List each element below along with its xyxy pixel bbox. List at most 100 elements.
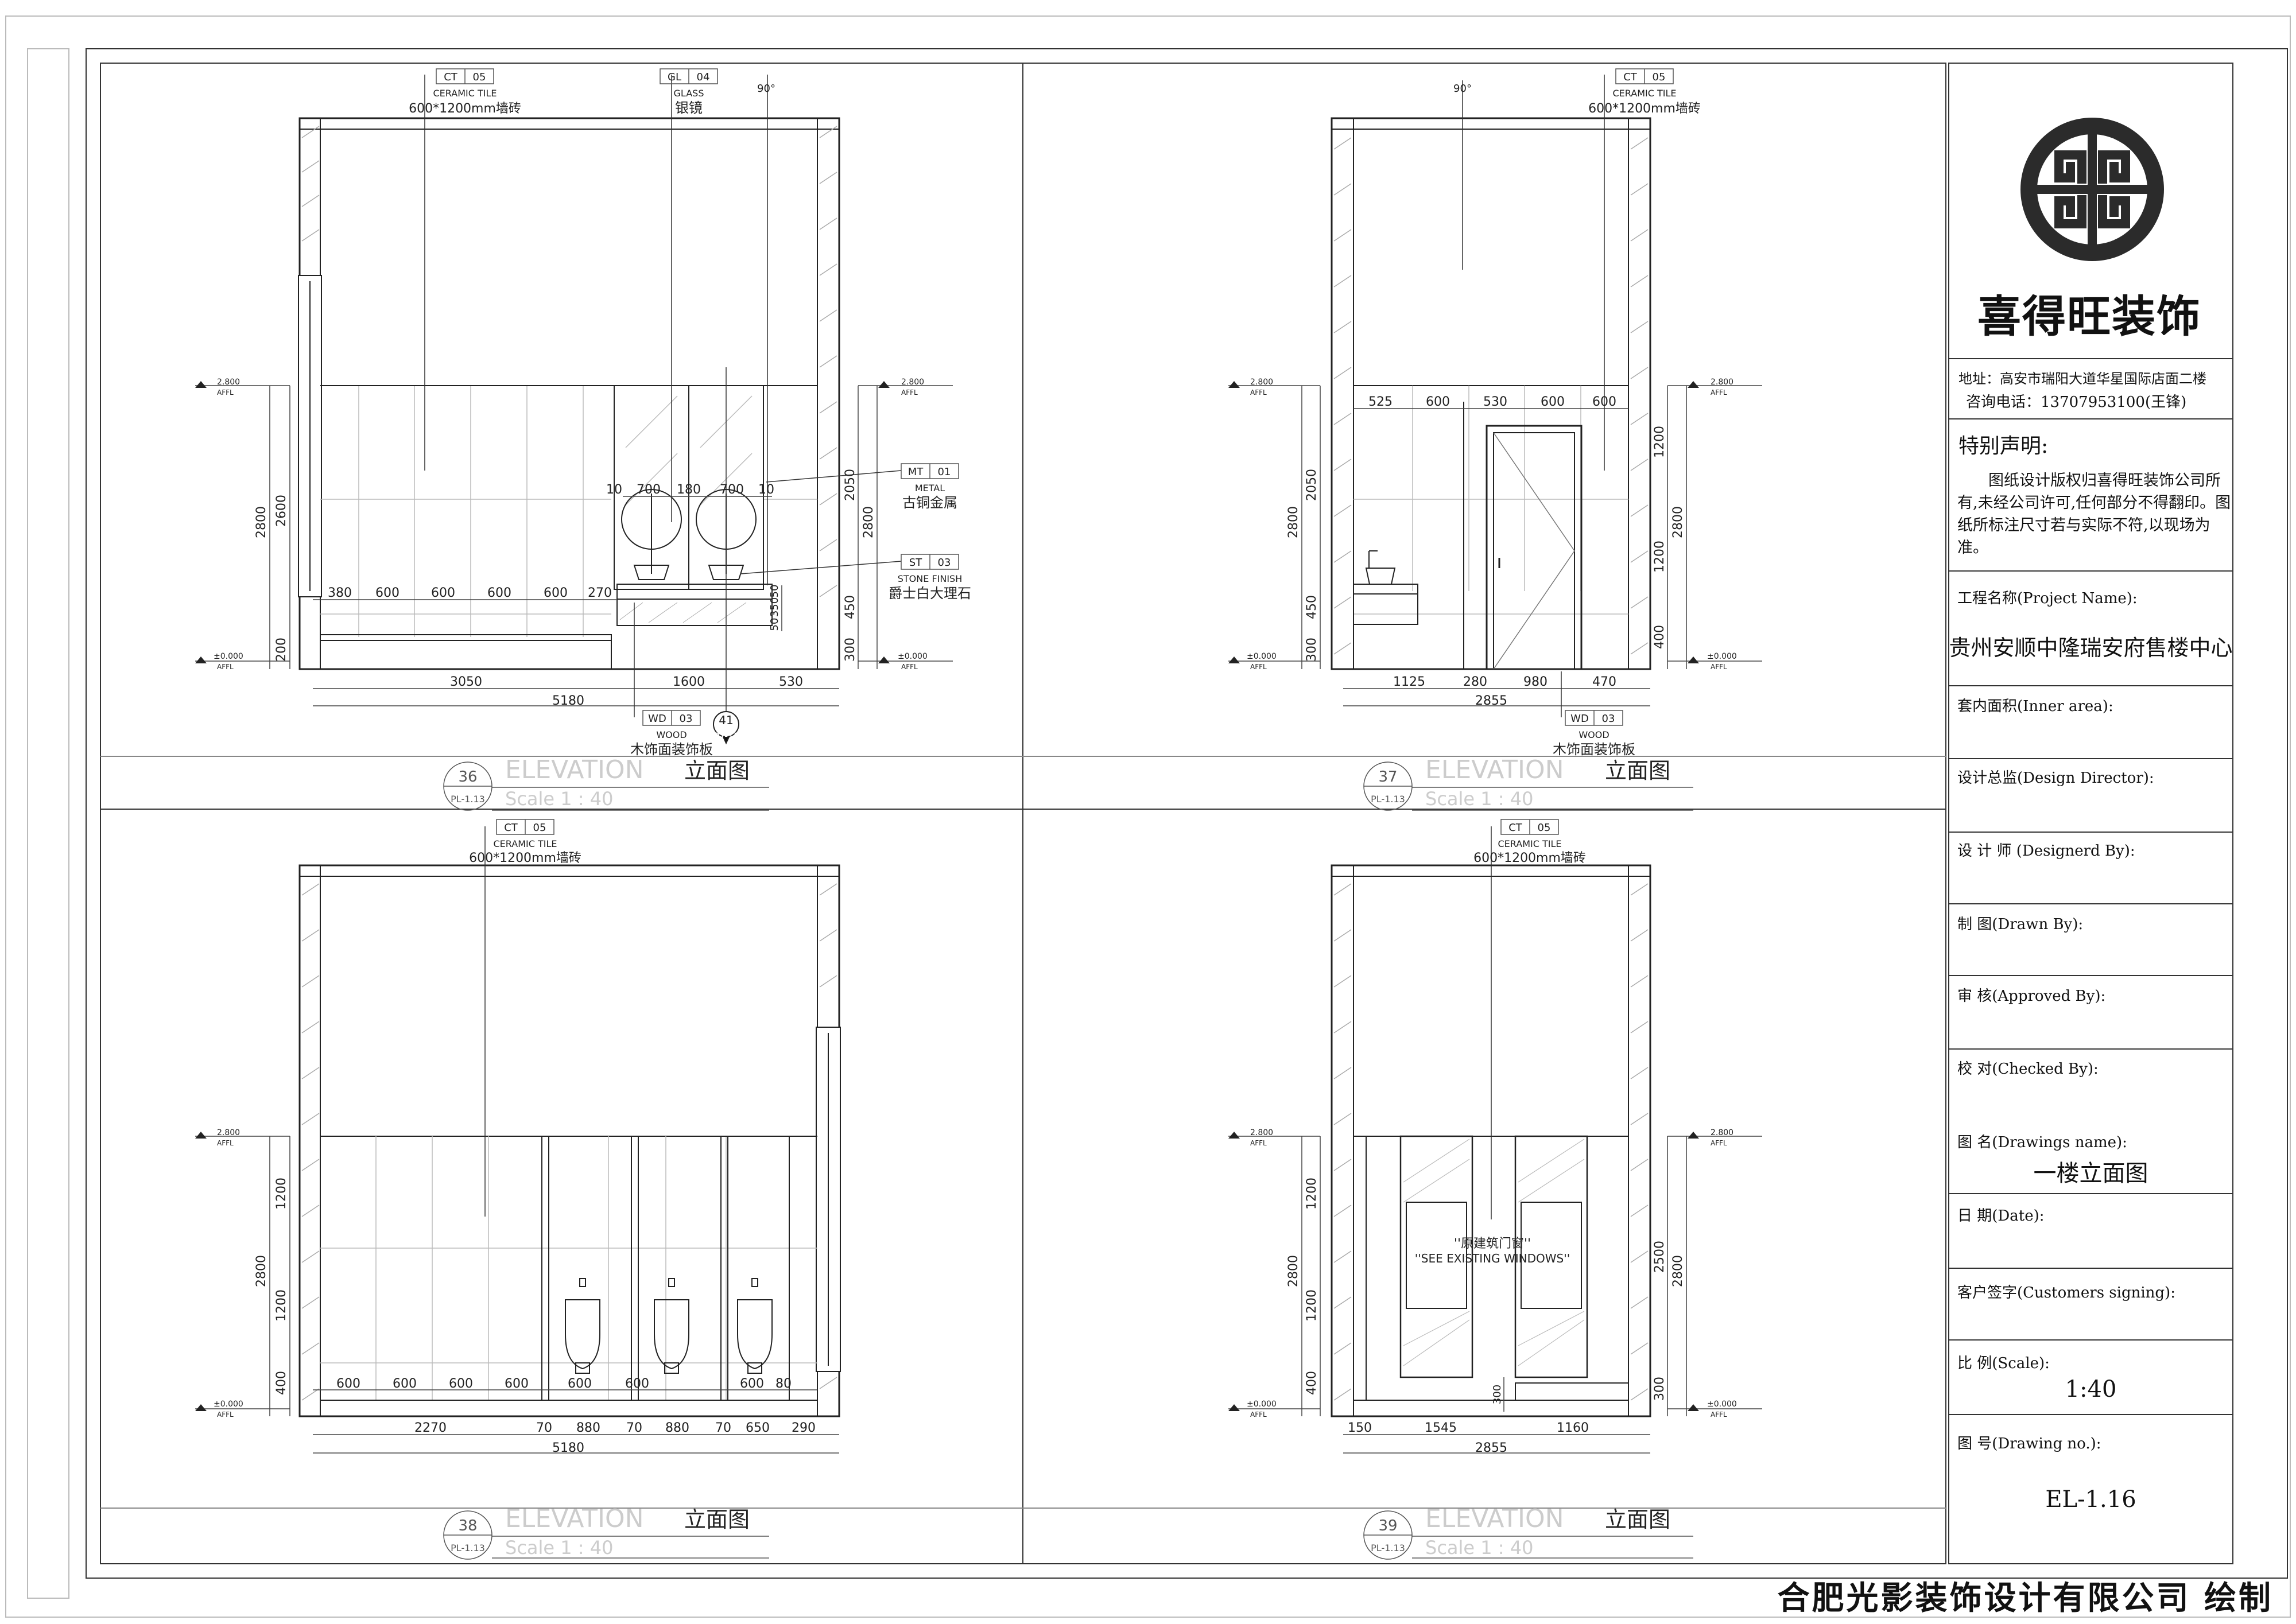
dim-label: 2800 (254, 1255, 269, 1287)
dim-label: 50 (769, 618, 781, 631)
level-sub: AFFL (901, 388, 918, 397)
inner-area-label: 套内面积(Inner area): (1957, 698, 2113, 715)
dim-label: 2800 (1671, 506, 1685, 538)
dim-label: 650 (746, 1421, 770, 1435)
view-title-cn: 立面图 (684, 1507, 750, 1532)
date-label: 日 期(Date): (1957, 1207, 2045, 1225)
dim-label: 880 (665, 1421, 689, 1435)
level-sub: AFFL (217, 388, 234, 397)
dim-label: 300 (843, 638, 858, 662)
dim-label: 300 (1491, 1385, 1503, 1404)
dim-label: 530 (779, 675, 803, 689)
dim-label: 2855 (1475, 694, 1507, 708)
dim-label: 530 (1483, 395, 1507, 409)
level-sub: AFFL (1711, 1139, 1727, 1147)
tag-num: 05 (533, 822, 546, 834)
dim-label: 2800 (862, 506, 876, 538)
dim-label: 700 (720, 483, 744, 497)
sheet-inner-border (86, 48, 2288, 1579)
drawn-by-label: 制 图(Drawn By): (1957, 916, 2084, 933)
dim-label: 880 (576, 1421, 600, 1435)
tag-num: 05 (1653, 71, 1666, 83)
dim-label: 600 (544, 586, 568, 600)
level-sub: AFFL (1711, 388, 1727, 397)
company-address: 地址：高安市瑞阳大道华星国际店面二楼 (1958, 371, 2206, 387)
dim-label: 700 (637, 483, 661, 497)
level-sub: AFFL (217, 1411, 234, 1419)
tag-en: METAL (915, 483, 945, 494)
view-number: 36 (458, 768, 477, 786)
tag-code: WD (648, 713, 666, 725)
scale-value: 1:40 (2065, 1376, 2117, 1402)
dim-label: 400 (1653, 625, 1667, 649)
level-label: ±0.000 (1707, 1400, 1737, 1409)
dim-label: 600 (375, 586, 400, 600)
view-title-en: ELEVATION (505, 755, 643, 784)
scale-label: 比 例(Scale): (1957, 1355, 2050, 1372)
level-sub: AFFL (1250, 1139, 1267, 1147)
tag-num: 05 (1538, 822, 1551, 834)
dim-label: 5180 (552, 1441, 584, 1455)
elevation-39 (1228, 826, 1762, 1454)
project-name-value: 贵州安顺中隆瑞安府售楼中心 (1949, 635, 2233, 661)
tag-code: CT (504, 822, 518, 834)
dim-label: 1545 (1425, 1421, 1457, 1435)
view-title-en: ELEVATION (1425, 1504, 1564, 1533)
level-sub: AFFL (1711, 1411, 1727, 1419)
level-label: ±0.000 (1247, 1400, 1277, 1409)
tag-num: 03 (1602, 713, 1615, 725)
tag-code: GL (668, 71, 681, 83)
dim-label: 50 (769, 585, 781, 598)
level-sub: AFFL (217, 1139, 234, 1147)
dim-label: 600 (449, 1377, 473, 1391)
dim-label: 200 (274, 638, 289, 662)
level-label: ±0.000 (1707, 652, 1737, 661)
title-block-frame (1948, 63, 2233, 1564)
dim-label: 525 (1368, 395, 1393, 409)
dim-label: 1200 (1653, 426, 1667, 458)
level-sub: AFFL (1250, 388, 1267, 397)
view-ref: PL-1.13 (451, 1543, 485, 1553)
dim-label: 1125 (1393, 675, 1425, 689)
view-title-en: ELEVATION (505, 1504, 643, 1533)
view-title-cn: 立面图 (1605, 1507, 1670, 1532)
tag-en: CERAMIC TILE (1613, 88, 1677, 99)
view-scale: Scale 1 : 40 (1425, 788, 1533, 810)
drawing-no-label: 图 号(Drawing no.): (1957, 1435, 2101, 1452)
tag-cn: 600*1200mm墙砖 (409, 102, 521, 116)
declaration-text: 图纸设计版权归喜得旺装饰公司所有,未经公司许可,任何部分不得翻印。图纸所标注尺寸… (1957, 472, 2231, 557)
binding-strip (27, 48, 69, 1599)
tag-en: CERAMIC TILE (1498, 838, 1562, 849)
dim-label: 10 (758, 483, 774, 497)
dim-label: 70 (536, 1421, 552, 1435)
dim-label: 2600 (274, 495, 289, 527)
dim-label: 400 (274, 1371, 289, 1395)
level-label: ±0.000 (1247, 652, 1277, 661)
view-title-en: ELEVATION (1425, 755, 1564, 784)
dim-label: 470 (1592, 675, 1616, 689)
dim-label: 600 (1541, 395, 1565, 409)
dim-label: 150 (1348, 1421, 1372, 1435)
footer-credit: 合肥光影装饰设计有限公司 绘制 (1777, 1579, 2273, 1617)
dim-label: 350 (769, 597, 781, 617)
level-sub: AFFL (1250, 1411, 1267, 1419)
tag-en: CERAMIC TILE (494, 838, 557, 849)
level-label: 2.800 (901, 378, 924, 387)
view-number: 39 (1378, 1517, 1397, 1534)
view-bubbles (443, 762, 1693, 1560)
tag-num: 01 (938, 466, 951, 478)
tag-num: 05 (473, 71, 486, 83)
dim-label: 600 (740, 1377, 764, 1391)
dim-label: 450 (843, 595, 858, 619)
company-phone: 咨询电话：13707953100(王锋) (1966, 394, 2187, 411)
tag-boxes (436, 68, 1674, 835)
dim-label: 600 (505, 1377, 529, 1391)
view-ref: PL-1.13 (1371, 1543, 1405, 1553)
dim-label: 1600 (673, 675, 705, 689)
dim-label: 450 (1305, 595, 1319, 619)
view-number: 37 (1378, 768, 1397, 786)
elevation-36 (195, 75, 953, 745)
dim-label: 2800 (254, 506, 269, 538)
dim-label: 2500 (1653, 1241, 1667, 1273)
